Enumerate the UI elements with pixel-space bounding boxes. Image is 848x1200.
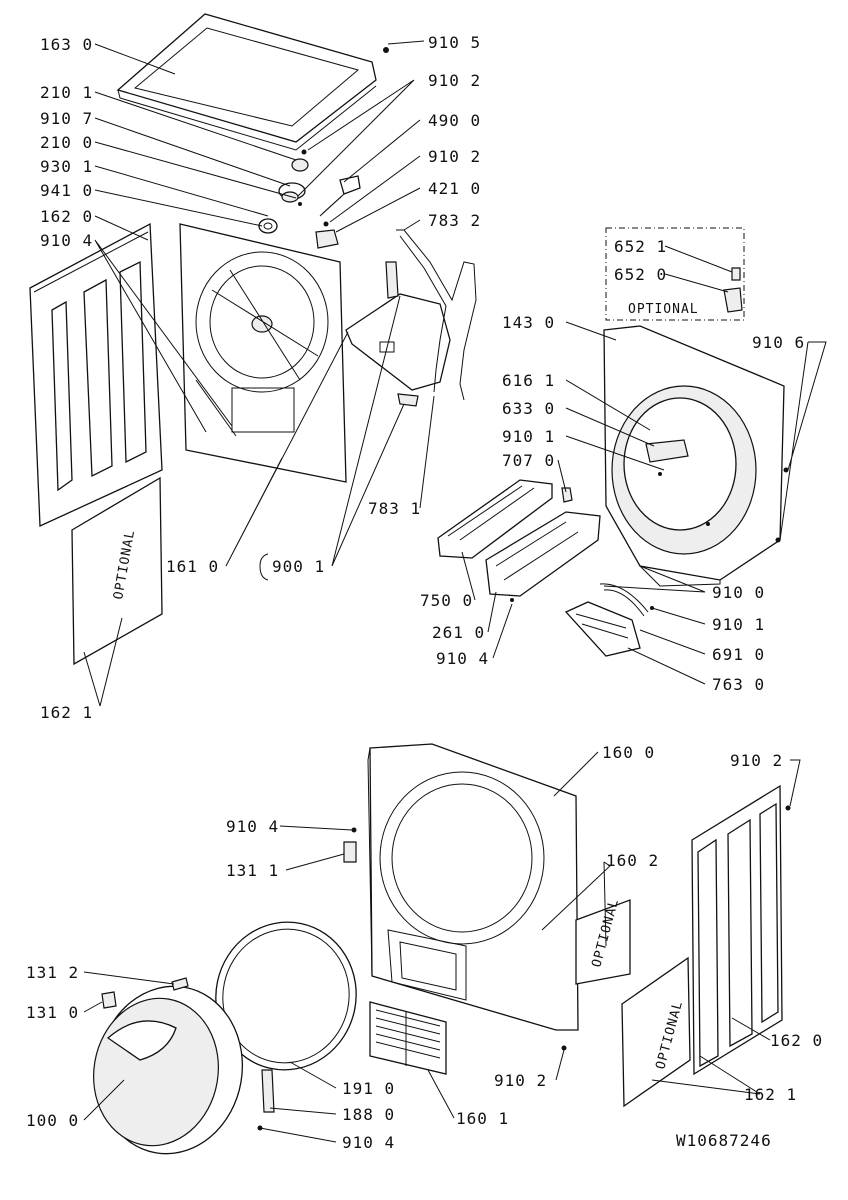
optional-right-panel-part: OPTIONAL [621,956,691,1108]
screw-part [561,1045,567,1051]
label-161-0: 161 0 [166,557,219,576]
label-162-1: 162 1 [40,703,93,722]
label-163-0: 163 0 [40,35,93,54]
leader-lines-bottom [83,751,801,1143]
label-783-1: 783 1 [368,499,421,518]
label-910-4: 910 4 [226,817,279,836]
label-633-0: 633 0 [502,399,555,418]
label-131-2: 131 2 [26,963,79,982]
label-160-0: 160 0 [602,743,655,762]
label-910-1: 910 1 [712,615,765,634]
label-652-0: 652 0 [614,265,667,284]
screw-part [351,827,357,833]
label-162-1: 162 1 [744,1085,797,1104]
label-910-4: 910 4 [40,231,93,250]
label-910-6: 910 6 [752,333,805,352]
label-162-0: 162 0 [770,1031,823,1050]
leader-lines-top [83,40,827,707]
label-900-1: 900 1 [272,557,325,576]
top-cover-part [116,13,377,151]
catch-part [101,991,117,1009]
filter-housing-part [437,479,601,602]
label-100-0: 100 0 [26,1111,79,1130]
label-160-1: 160 1 [456,1109,509,1128]
label-143-0: 143 0 [502,313,555,332]
label-910-4: 910 4 [436,649,489,668]
lint-filter-part [564,583,654,657]
label-210-1: 210 1 [40,83,93,102]
screw-part [785,805,791,811]
right-side-panel-part [691,784,783,1076]
label-490-0: 490 0 [428,111,481,130]
grille-part [369,1001,447,1075]
label-910-1: 910 1 [502,427,555,446]
label-652-1: 652 1 [614,237,667,256]
label-910-0: 910 0 [712,583,765,602]
label-783-2: 783 2 [428,211,481,230]
label-910-2: 910 2 [428,71,481,90]
label-707-0: 707 0 [502,451,555,470]
label-131-1: 131 1 [226,861,279,880]
hinge-bracket-part [261,1069,275,1113]
label-421-0: 421 0 [428,179,481,198]
document-number: W10687246 [676,1131,772,1150]
label-750-0: 750 0 [420,591,473,610]
left-side-panel-part [29,222,163,527]
group-brace [259,553,269,581]
label-691-0: 691 0 [712,645,765,664]
label-763-0: 763 0 [712,675,765,694]
label-188-0: 188 0 [342,1105,395,1124]
door-part [93,985,244,1155]
labels-top: 163 0 910 5 210 1 910 2 910 7 490 0 210 … [40,33,805,722]
label-910-2: 910 2 [494,1071,547,1090]
label-616-1: 616 1 [502,371,555,390]
label-930-1: 930 1 [40,157,93,176]
rear-panel-part [179,223,347,483]
label-910-4: 910 4 [342,1133,395,1152]
labels-bottom: 160 0 910 2 910 4 131 1 160 2 131 2 131 … [26,743,823,1152]
label-910-2: 910 2 [730,751,783,770]
label-910-5: 910 5 [428,33,481,52]
label-160-2: 160 2 [606,851,659,870]
label-162-0: 162 0 [40,207,93,226]
label-261-0: 261 0 [432,623,485,642]
optional-left-panel-part: OPTIONAL [71,476,163,666]
label-910-2: 910 2 [428,147,481,166]
screw-part [383,47,389,53]
door-seal-part [215,921,357,1071]
sensor-part [315,175,361,249]
label-210-0: 210 0 [40,133,93,152]
optional-box-label: OPTIONAL [628,302,699,317]
front-panel-part [367,743,579,1031]
front-bulkhead-part [603,325,789,587]
optional-box: OPTIONAL [605,227,745,321]
label-131-0: 131 0 [26,1003,79,1022]
knob-part [258,158,309,234]
label-941-0: 941 0 [40,181,93,200]
bracket-part [561,487,573,503]
screw-part [301,149,307,155]
label-191-0: 191 0 [342,1079,395,1098]
hinge-part [343,841,357,863]
optional-front-panel-part: OPTIONAL [575,897,631,985]
latch-part [171,977,189,991]
hose-part [385,229,477,407]
duct-cover-part [345,293,451,391]
label-910-7: 910 7 [40,109,93,128]
